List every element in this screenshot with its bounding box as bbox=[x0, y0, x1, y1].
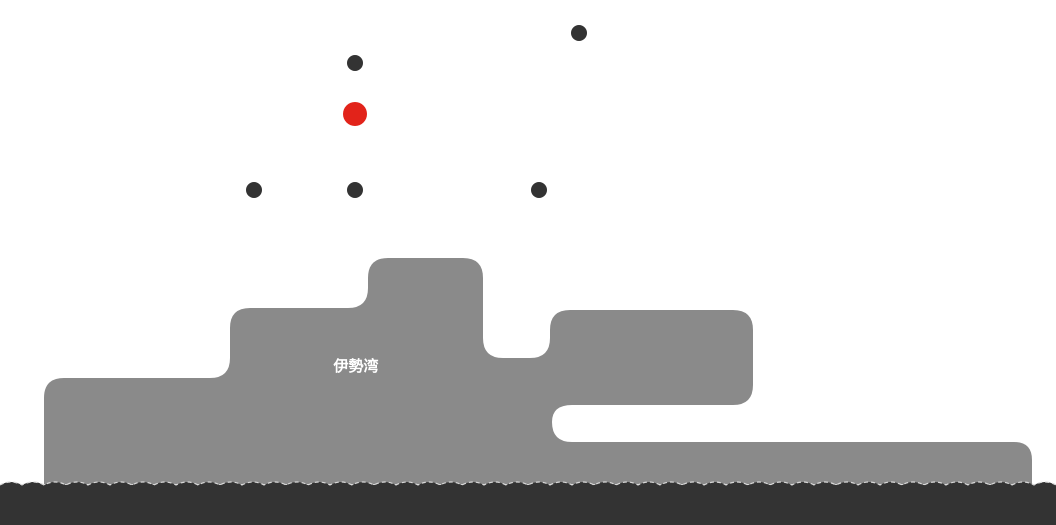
land-area bbox=[0, 482, 1056, 525]
bay-label: 伊勢湾 bbox=[332, 357, 378, 375]
location-marker[interactable] bbox=[347, 182, 363, 198]
location-marker[interactable] bbox=[347, 55, 363, 71]
bay-area bbox=[44, 258, 1032, 484]
location-marker[interactable] bbox=[531, 182, 547, 198]
shoreline bbox=[0, 481, 1056, 486]
highlighted-location-marker[interactable] bbox=[343, 102, 367, 126]
location-marker[interactable] bbox=[571, 25, 587, 41]
location-marker[interactable] bbox=[246, 182, 262, 198]
marker-layer bbox=[246, 25, 587, 198]
